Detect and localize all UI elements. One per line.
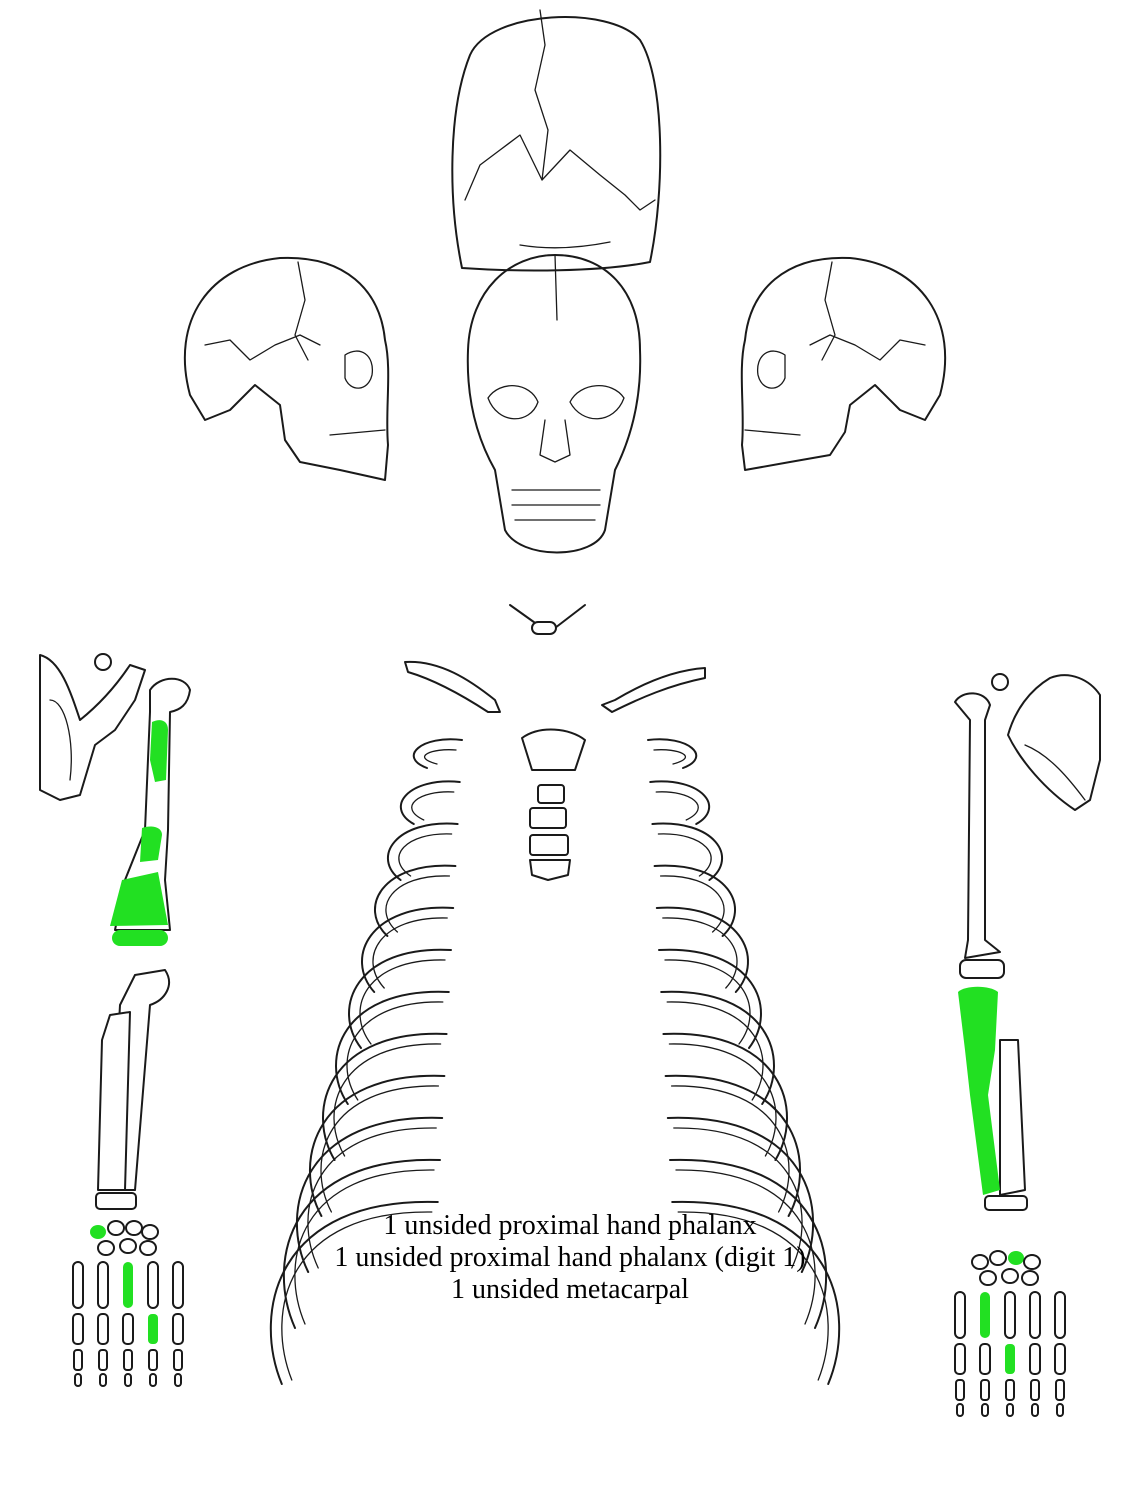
metacarpal <box>173 1262 183 1308</box>
rib-left <box>401 781 460 824</box>
rib-right-inner <box>661 876 724 932</box>
middle-phalanx <box>956 1380 964 1400</box>
proximal-phalanx-highlight <box>148 1314 158 1344</box>
middle-phalanx <box>174 1350 182 1370</box>
middle-phalanx <box>981 1380 989 1400</box>
rib-right-inner <box>658 834 711 876</box>
rib-left <box>310 1076 444 1216</box>
metacarpal <box>1055 1292 1065 1338</box>
proximal-phalanx <box>98 1314 108 1344</box>
carpal <box>980 1271 996 1285</box>
rib-left-inner <box>386 876 449 932</box>
distal-phalanx <box>1007 1404 1013 1416</box>
metacarpal <box>955 1292 965 1338</box>
rib-right <box>650 781 709 824</box>
rib-left <box>414 739 462 768</box>
carpal <box>142 1225 158 1239</box>
caption-line-3: 1 unsided metacarpal <box>260 1274 880 1306</box>
rib-right <box>652 824 722 880</box>
middle-phalanx <box>1031 1380 1039 1400</box>
middle-phalanx <box>1056 1380 1064 1400</box>
skull-superior-view <box>452 10 660 270</box>
humerus-distal-highlight <box>110 872 168 926</box>
rib-left-inner <box>425 750 456 764</box>
distal-phalanx <box>175 1374 181 1386</box>
carpal <box>108 1221 124 1235</box>
carpal <box>1022 1271 1038 1285</box>
carpal <box>1024 1255 1040 1269</box>
distal-phalanx <box>100 1374 106 1386</box>
proximal-phalanx <box>1055 1344 1065 1374</box>
rib-right <box>648 739 696 768</box>
metacarpal <box>1030 1292 1040 1338</box>
proximal-phalanx <box>980 1344 990 1374</box>
distal-phalanx <box>1032 1404 1038 1416</box>
proximal-phalanx <box>73 1314 83 1344</box>
middle-phalanx <box>124 1350 132 1370</box>
right-humerus <box>955 693 1004 978</box>
left-scapula <box>40 654 145 800</box>
distal-phalanx <box>125 1374 131 1386</box>
inventory-caption: 1 unsided proximal hand phalanx 1 unside… <box>260 1210 880 1306</box>
carpal <box>98 1241 114 1255</box>
distal-phalanx <box>957 1404 963 1416</box>
carpal <box>126 1221 142 1235</box>
carpal-highlight <box>90 1225 106 1239</box>
carpal <box>1002 1269 1018 1283</box>
caption-line-1: 1 unsided proximal hand phalanx <box>260 1210 880 1242</box>
proximal-phalanx-highlight <box>1005 1344 1015 1374</box>
metacarpal <box>148 1262 158 1308</box>
carpal <box>990 1251 1006 1265</box>
left-clavicle <box>405 662 500 712</box>
carpal <box>140 1241 156 1255</box>
proximal-phalanx <box>1030 1344 1040 1374</box>
right-scapula <box>992 674 1100 810</box>
rib-right-inner <box>656 792 698 820</box>
metacarpal-highlight <box>980 1292 990 1338</box>
distal-phalanx <box>75 1374 81 1386</box>
middle-phalanx <box>149 1350 157 1370</box>
metacarpal-highlight <box>123 1262 133 1308</box>
rib-left-inner <box>399 834 452 876</box>
rib-left-inner <box>412 792 454 820</box>
middle-phalanx <box>74 1350 82 1370</box>
hyoid <box>510 605 585 634</box>
distal-phalanx <box>982 1404 988 1416</box>
skull-right-lateral-view <box>742 258 945 470</box>
carpal <box>972 1255 988 1269</box>
left-radius-ulna <box>96 970 169 1209</box>
metacarpal <box>73 1262 83 1308</box>
right-hand <box>955 1251 1065 1416</box>
carpal-highlight <box>1008 1251 1024 1265</box>
proximal-phalanx <box>955 1344 965 1374</box>
middle-phalanx <box>1006 1380 1014 1400</box>
rib-left <box>388 824 458 880</box>
right-radius-ulna <box>958 987 1027 1210</box>
skull-anterior-view <box>468 255 640 553</box>
rib-right-inner <box>654 750 685 764</box>
proximal-phalanx <box>123 1314 133 1344</box>
left-hand <box>73 1221 183 1386</box>
carpal <box>120 1239 136 1253</box>
right-clavicle <box>602 668 705 712</box>
proximal-phalanx <box>173 1314 183 1344</box>
caption-line-2: 1 unsided proximal hand phalanx (digit 1… <box>260 1242 880 1274</box>
metacarpal <box>98 1262 108 1308</box>
distal-phalanx <box>1057 1404 1063 1416</box>
distal-phalanx <box>150 1374 156 1386</box>
ulna-highlight <box>958 987 1000 1195</box>
sternum <box>522 730 585 880</box>
skull-left-lateral-view <box>185 258 388 480</box>
metacarpal <box>1005 1292 1015 1338</box>
middle-phalanx <box>99 1350 107 1370</box>
rib-right <box>666 1076 800 1216</box>
